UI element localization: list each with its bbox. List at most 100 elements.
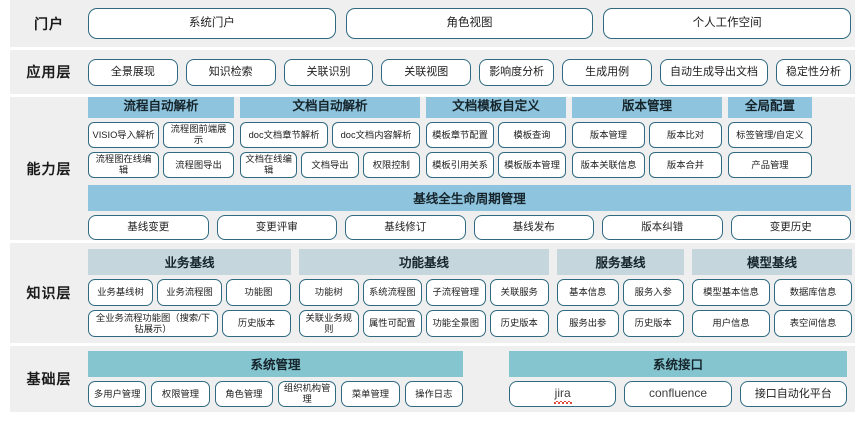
know-item-database-info[interactable]: 数据库信息 [774,279,852,306]
knowledge-group-title: 功能基线 [299,249,549,275]
app-item-relation-view[interactable]: 关联视图 [381,58,472,86]
know-item-full-business-process-function-diagram[interactable]: 全业务流程功能图（搜索/下钻展示） [88,310,218,337]
layer-row-foundation: 基础层 系统管理 多用户管理 权限管理 角色管理 组织机构管理 菜单管理 操作日… [10,346,855,412]
system-management-title: 系统管理 [88,351,463,377]
know-item-user-info[interactable]: 用户信息 [692,310,770,337]
capability-group-line-1: doc文档章节解析 doc文档内容解析 [240,121,420,148]
lifecycle-item-version-correction[interactable]: 版本纠错 [602,214,723,240]
layer-row-capability: 能力层 流程自动解析 VISIO导入解析 流程图前端展示 流程图在线编辑 流程图… [10,97,855,240]
app-item-relation-recognition[interactable]: 关联识别 [283,58,374,86]
capability-group-title: 版本管理 [572,97,722,118]
knowledge-group-title: 服务基线 [557,249,684,275]
lifecycle-item-baseline-release[interactable]: 基线发布 [473,214,594,240]
layer-body-foundation: 系统管理 多用户管理 权限管理 角色管理 组织机构管理 菜单管理 操作日志 系统… [88,346,855,412]
know-item-business-flowchart[interactable]: 业务流程图 [157,279,222,306]
cap-item-template-chapter-config[interactable]: 模板章节配置 [426,121,494,148]
know-item-related-service[interactable]: 关联服务 [489,279,549,306]
capability-group-title: 文档模板自定义 [426,97,566,118]
app-item-impact-analysis[interactable]: 影响度分析 [479,58,555,86]
know-item-business-baseline-tree[interactable]: 业务基线树 [88,279,153,306]
capability-lifecycle-block: 基线全生命周期管理 基线变更 变更评审 基线修订 基线发布 版本纠错 变更历史 [88,184,851,240]
portal-item-personal-workspace[interactable]: 个人工作空间 [603,8,852,39]
sys-item-multi-user-management[interactable]: 多用户管理 [88,381,147,407]
cap-item-flowchart-export[interactable]: 流程图导出 [163,151,234,178]
know-item-subprocess-management[interactable]: 子流程管理 [426,279,486,306]
app-item-generate-case[interactable]: 生成用例 [562,58,652,86]
app-item-auto-export-doc[interactable]: 自动生成导出文档 [659,58,768,86]
capability-groups: 流程自动解析 VISIO导入解析 流程图前端展示 流程图在线编辑 流程图导出 文… [88,97,851,178]
sys-item-operation-log[interactable]: 操作日志 [404,381,463,407]
api-item-confluence[interactable]: confluence [624,381,732,407]
know-item-function-diagram[interactable]: 功能图 [226,279,291,306]
sys-item-permission-management[interactable]: 权限管理 [151,381,210,407]
layer-body-knowledge: 业务基线 业务基线树 业务流程图 功能图 全业务流程功能图（搜索/下钻展示） 历… [88,244,856,342]
cap-item-visio-import-parse[interactable]: VISIO导入解析 [88,121,159,148]
lifecycle-item-change-history[interactable]: 变更历史 [730,214,851,240]
layer-body-application: 全景展现 知识检索 关联识别 关联视图 影响度分析 生成用例 自动生成导出文档 … [88,55,855,90]
know-item-function-panorama[interactable]: 功能全景图 [426,310,486,337]
cap-item-template-reference[interactable]: 模板引用关系 [426,151,494,178]
capability-group-title: 流程自动解析 [88,97,234,118]
cap-item-template-query[interactable]: 模板查询 [498,121,566,148]
app-item-stability-analysis[interactable]: 稳定性分析 [775,58,851,86]
cap-item-flowchart-online-edit[interactable]: 流程图在线编辑 [88,151,159,178]
capability-group-line-2: 版本关联信息 版本合并 [572,151,722,178]
cap-item-permission-control[interactable]: 权限控制 [362,151,420,178]
cap-item-version-merge[interactable]: 版本合并 [649,151,722,178]
layer-label-capability: 能力层 [26,160,72,177]
cap-item-flowchart-frontend-display[interactable]: 流程图前端展示 [163,121,234,148]
cap-item-product-management[interactable]: 产品管理 [728,151,812,178]
knowledge-group-line-1: 基本信息 服务入参 [557,279,684,306]
know-item-model-basic-info[interactable]: 模型基本信息 [692,279,770,306]
cap-item-doc-chapter-parse[interactable]: doc文档章节解析 [240,121,328,148]
sys-item-org-structure-management[interactable]: 组织机构管理 [277,381,337,407]
know-item-related-business-rule[interactable]: 关联业务规则 [299,310,359,337]
cap-item-version-compare[interactable]: 版本比对 [649,121,722,148]
know-item-attribute-configurable[interactable]: 属性可配置 [362,310,422,337]
capability-group-title: 文档自动解析 [240,97,420,118]
know-item-basic-info[interactable]: 基本信息 [557,279,619,306]
cap-item-doc-online-edit[interactable]: 文档在线编辑 [240,151,298,178]
capability-group-line-1: 模板章节配置 模板查询 [426,121,566,148]
know-item-history-version[interactable]: 历史版本 [489,310,549,337]
foundation-group-system-management: 系统管理 多用户管理 权限管理 角色管理 组织机构管理 菜单管理 操作日志 [88,351,463,407]
api-item-jira[interactable]: jira [509,381,617,407]
portal-item-role-view[interactable]: 角色视图 [345,8,594,39]
cap-item-doc-export[interactable]: 文档导出 [301,151,359,178]
capability-group-line-1: 版本管理 版本比对 [572,121,722,148]
cap-item-version-management[interactable]: 版本管理 [572,121,645,148]
know-item-service-output-param[interactable]: 服务出参 [557,310,619,337]
knowledge-group-title: 业务基线 [88,249,291,275]
sys-item-menu-management[interactable]: 菜单管理 [341,381,400,407]
know-item-system-flowchart[interactable]: 系统流程图 [362,279,422,306]
knowledge-group-line-2: 全业务流程功能图（搜索/下钻展示） 历史版本 [88,310,291,337]
app-item-panorama[interactable]: 全景展现 [88,58,178,86]
lifecycle-title: 基线全生命周期管理 [88,184,851,211]
capability-group-line-2: 流程图在线编辑 流程图导出 [88,151,234,178]
cap-item-template-version-mgmt[interactable]: 模板版本管理 [498,151,566,178]
know-item-history-version[interactable]: 历史版本 [222,310,291,337]
know-item-history-version[interactable]: 历史版本 [622,310,684,337]
lifecycle-item-baseline-revision[interactable]: 基线修订 [345,214,466,240]
knowledge-group-line-1: 功能树 系统流程图 子流程管理 关联服务 [299,279,549,306]
layer-row-portal: 门户 系统门户 角色视图 个人工作空间 [10,0,855,47]
cap-item-tag-management-custom[interactable]: 标签管理/自定义 [728,121,812,148]
know-item-function-tree[interactable]: 功能树 [299,279,359,306]
api-item-interface-automation-platform[interactable]: 接口自动化平台 [739,381,847,407]
knowledge-group-line-2: 用户信息 表空间信息 [692,310,852,337]
foundation-columns: 系统管理 多用户管理 权限管理 角色管理 组织机构管理 菜单管理 操作日志 系统… [88,351,851,407]
know-item-tablespace-info[interactable]: 表空间信息 [774,310,852,337]
lifecycle-item-baseline-change[interactable]: 基线变更 [88,214,209,240]
knowledge-group-line-2: 关联业务规则 属性可配置 功能全景图 历史版本 [299,310,549,337]
sys-item-role-management[interactable]: 角色管理 [214,381,273,407]
layer-label-portal: 门户 [34,15,64,32]
cap-item-doc-content-parse[interactable]: doc文档内容解析 [332,121,420,148]
portal-button-line: 系统门户 角色视图 个人工作空间 [88,8,852,39]
lifecycle-item-change-review[interactable]: 变更评审 [216,214,337,240]
know-item-service-input-param[interactable]: 服务入参 [622,279,684,306]
app-item-knowledge-search[interactable]: 知识检索 [185,58,276,86]
portal-item-system-portal[interactable]: 系统门户 [88,8,336,39]
cap-item-version-relation-info[interactable]: 版本关联信息 [572,151,645,178]
capability-group-version-mgmt: 版本管理 版本管理 版本比对 版本关联信息 版本合并 [572,97,722,178]
capability-group-process-parsing: 流程自动解析 VISIO导入解析 流程图前端展示 流程图在线编辑 流程图导出 [88,97,234,178]
